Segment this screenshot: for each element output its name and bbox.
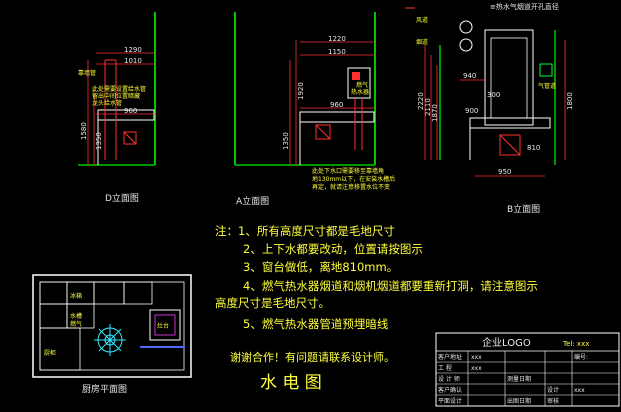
- tb-row-4-label: 客户确认: [438, 386, 462, 394]
- b-label-3: 气管道: [538, 82, 556, 90]
- b-elevation: ≡热水气烟道开孔直径 风道 烟道 气管道 2220 2110 1870 1800…: [405, 2, 574, 215]
- b-valve: [499, 134, 521, 156]
- title-block-frame: [435, 332, 620, 407]
- d-view-label: D立面图: [105, 192, 139, 204]
- a-dim-5: 1920: [297, 82, 305, 100]
- plan-label-fridge: 冰箱: [70, 292, 82, 300]
- d-note-1: 靠墙管: [78, 69, 96, 77]
- tb-mid-cell-1: 测量日期: [507, 375, 531, 383]
- d-dim-3: 960: [124, 107, 137, 115]
- b-dim-2: 2110: [424, 98, 432, 116]
- plan-label-gas: 燃气: [70, 320, 82, 328]
- note-line-2: 2、上下水都要改动，位置请按图示: [243, 242, 423, 256]
- tb-row-1-value: xxx: [471, 354, 482, 361]
- b-dim-9: 810: [527, 144, 540, 152]
- tb-row-1-extra: 编号:: [574, 353, 588, 361]
- a-elevation: 燃气 热水器 1220 1150 960 1350 1920 此处下水口需要移至…: [234, 12, 395, 207]
- plan-label-left: 厨柜: [44, 349, 56, 357]
- stove-icon: [94, 324, 126, 356]
- b-dim-1: 2220: [417, 92, 425, 110]
- a-note-3: 再定，就请注意移置水位不变: [312, 183, 390, 191]
- tb-mid-cell-5: 出图日期: [507, 397, 531, 405]
- kitchen-plan: 冰箱 水槽 燃气 厨柜 灶台 厨房平面图: [32, 274, 192, 395]
- a-dim-2: 1150: [328, 48, 346, 56]
- d-counter: [97, 109, 155, 121]
- heater-label-1: 燃气: [356, 81, 368, 89]
- a-valve: [315, 124, 331, 140]
- tb-row-2-value: xxx: [471, 365, 482, 372]
- b-dim-6: 300: [487, 91, 500, 99]
- plan-label-sink: 水槽: [70, 312, 82, 320]
- plan-view-label: 厨房平面图: [82, 383, 127, 395]
- plan-hood: [149, 309, 181, 341]
- tb-row-3-label: 设 计 师: [438, 375, 460, 383]
- d-dim-5: 1350: [95, 132, 103, 150]
- d-valve: [123, 131, 137, 145]
- a-note-2: 地130mm以下，在安装水槽后: [312, 175, 395, 183]
- tel-text: Tel: xxx: [562, 340, 589, 348]
- d-elevation: 1290 1010 960 1580 1350 靠墙管 此处需要设置给水管 留出…: [78, 12, 156, 204]
- a-note-1: 此处下水口需要移至靠墙角: [312, 167, 384, 175]
- heater-label-2: 热水器: [351, 88, 369, 96]
- d-note-3: 留出中间位置暗藏: [92, 92, 140, 100]
- d-dim-2: 1010: [124, 57, 142, 65]
- b-label-2: 烟道: [416, 38, 428, 46]
- d-note-4: 龙头给水管: [92, 99, 122, 107]
- b-dim-3: 1870: [431, 104, 439, 122]
- b-label-1: 风道: [416, 16, 428, 24]
- note-line-4a: 4、燃气热水器烟道和烟机烟道都要重新打洞，请注意图示: [243, 279, 538, 293]
- thanks-text: 谢谢合作！有问题请联系设计师。: [230, 350, 395, 364]
- b-counter: [469, 117, 551, 129]
- b-top-note: ≡热水气烟道开孔直径: [490, 2, 559, 11]
- title-block: 企业LOGO Tel: xxx 客户地址 xxx 编号: 工 程 xxx 设 计…: [435, 332, 620, 407]
- a-dim-4: 1350: [282, 132, 290, 150]
- notes-block: 注：1、所有高度尺寸都是毛地尺寸 2、上下水都要改动，位置请按图示 3、窗台做低…: [215, 224, 538, 393]
- plan-label-stove: 灶台: [157, 322, 169, 330]
- a-counter: [299, 111, 375, 123]
- tb-row-5-label: 平面设计: [438, 397, 462, 405]
- drawing-title: 水 电 图: [260, 373, 322, 393]
- b-dim-5: 940: [463, 72, 476, 80]
- b-dim-7: 900: [465, 107, 478, 115]
- b-dim-8: 950: [498, 168, 511, 176]
- b-dim-4: 1800: [566, 92, 574, 110]
- b-view-label: B立面图: [507, 203, 540, 215]
- note-line-5: 5、燃气热水器管道预埋暗线: [243, 317, 389, 331]
- a-dim-1: 1220: [328, 35, 346, 43]
- note-line-3: 3、窗台做低，离地810mm。: [243, 260, 398, 274]
- vent-duct-icon: [459, 20, 473, 34]
- tb-row-4-extra: 设计: [547, 386, 559, 394]
- d-dim-4: 1580: [80, 122, 88, 140]
- b-window: [484, 29, 534, 126]
- tb-row-2-label: 工 程: [438, 364, 452, 372]
- plan-outer-wall: [32, 274, 192, 378]
- note-line-1: 注：1、所有高度尺寸都是毛地尺寸: [215, 224, 395, 238]
- tb-row-1-label: 客户地址: [438, 353, 462, 361]
- company-logo: 企业LOGO: [482, 336, 531, 349]
- tb-row-4-extra-value: xxx: [574, 387, 585, 394]
- water-heater: [347, 67, 371, 99]
- a-view-label: A立面图: [236, 195, 269, 207]
- flue-duct-icon: [459, 38, 473, 52]
- tb-row-5-extra: 审核: [547, 397, 559, 405]
- d-note-2: 此处需要设置给水管: [92, 85, 146, 93]
- note-line-4b: 高度尺寸是毛地尺寸。: [215, 296, 330, 310]
- d-dim-1: 1290: [124, 46, 142, 54]
- gas-meter-icon: [539, 63, 553, 77]
- a-dim-3: 960: [330, 101, 343, 109]
